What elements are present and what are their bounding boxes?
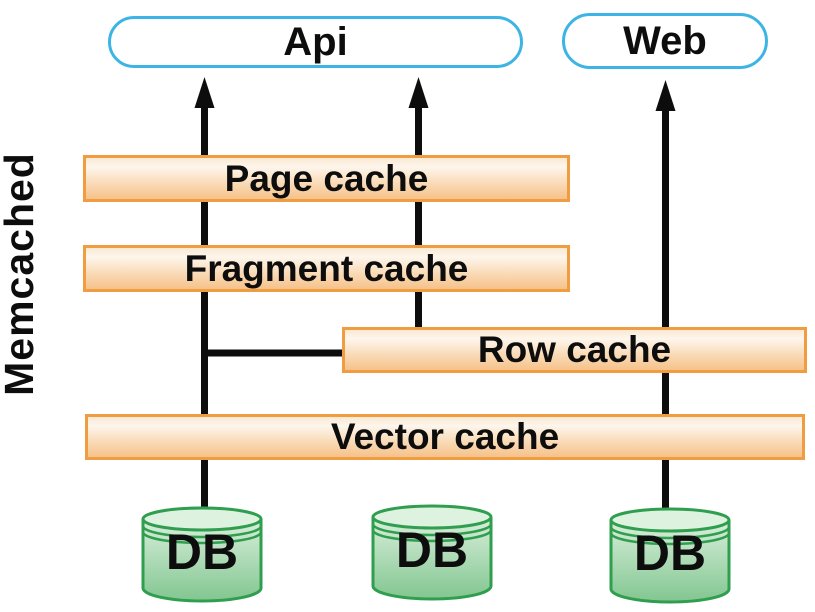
fragment-cache-bar: Fragment cache	[83, 245, 570, 292]
db1-label: DB	[165, 524, 239, 580]
fragment-cache-label: Fragment cache	[184, 247, 469, 289]
page-cache-bar: Page cache	[83, 155, 570, 202]
memcached-label: Memcached	[0, 152, 42, 396]
db3-label: DB	[633, 525, 707, 581]
arrowhead-db3-web-icon	[655, 80, 676, 111]
arrowhead-db1-api-icon	[194, 77, 215, 108]
db-cylinder-3: DB	[609, 506, 731, 604]
vector-cache-bar: Vector cache	[85, 414, 805, 460]
db-cylinder-1: DB	[141, 505, 263, 603]
web-node-label: Web	[623, 18, 707, 63]
db-cylinder-2: DB	[371, 503, 493, 601]
row-cache-bar: Row cache	[342, 327, 807, 373]
page-cache-label: Page cache	[224, 157, 429, 199]
row-cache-label: Row cache	[477, 329, 672, 370]
web-node: Web	[562, 13, 768, 69]
db2-label: DB	[395, 522, 469, 578]
api-node-label: Api	[283, 19, 348, 64]
arrowhead-rowcache-api-icon	[408, 77, 429, 108]
api-node: Api	[108, 16, 523, 68]
vector-cache-label: Vector cache	[330, 416, 560, 457]
